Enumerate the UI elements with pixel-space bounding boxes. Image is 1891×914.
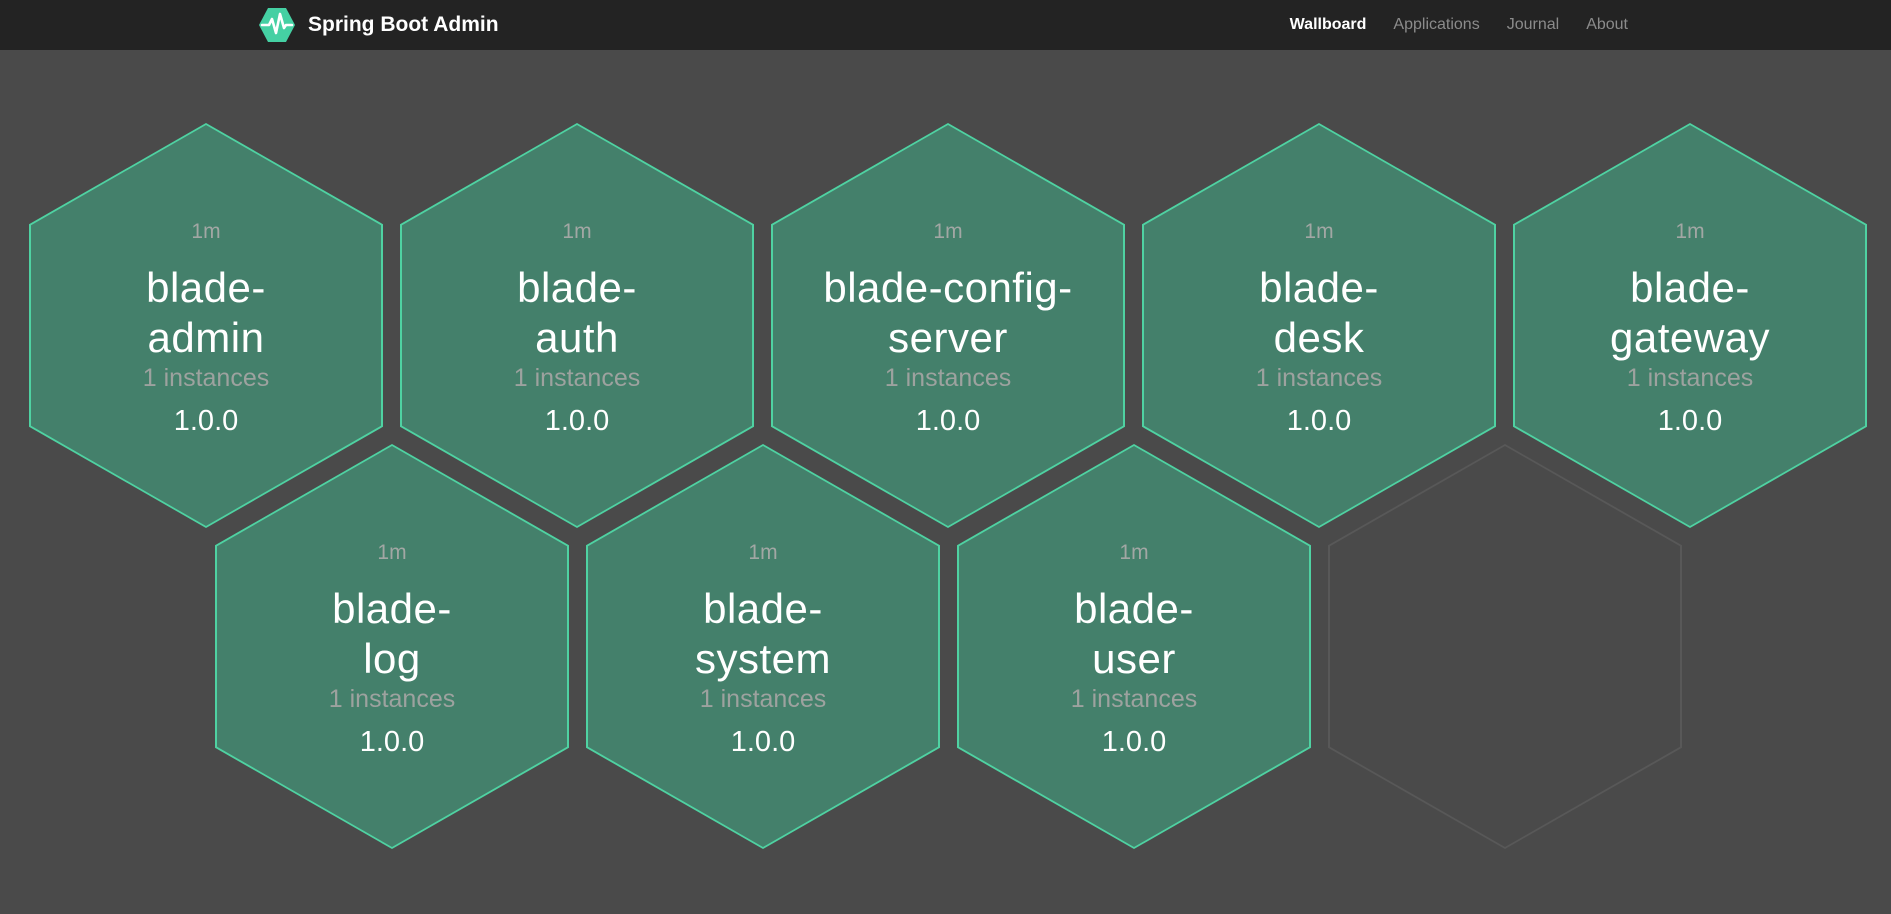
main-nav: Wallboard Applications Journal About (1290, 0, 1628, 50)
pulse-hexagon-icon (258, 7, 296, 43)
app-uptime: 1m (1304, 220, 1334, 243)
empty-hexagon (1328, 444, 1682, 849)
app-name: blade-desk (1259, 264, 1379, 361)
nav-item-wallboard[interactable]: Wallboard (1289, 16, 1367, 33)
app-hexagon-blade-config-server[interactable]: 1m blade-config-server 1 instances 1.0.0 (771, 123, 1125, 528)
app-instance-count: 1 instances (1255, 364, 1383, 392)
app-uptime: 1m (1119, 541, 1149, 564)
app-instance-count: 1 instances (142, 364, 270, 392)
app-hexagon-blade-desk[interactable]: 1m blade-desk 1 instances 1.0.0 (1142, 123, 1496, 528)
brand-title: Spring Boot Admin (308, 13, 499, 36)
app-name: blade-admin (146, 264, 266, 361)
app-uptime: 1m (562, 220, 592, 243)
app-name: blade-auth (517, 264, 637, 361)
app-hexagon-blade-user[interactable]: 1m blade-user 1 instances 1.0.0 (957, 444, 1311, 849)
app-version: 1.0.0 (173, 405, 239, 437)
app-hexagon-blade-gateway[interactable]: 1m blade-gateway 1 instances 1.0.0 (1513, 123, 1867, 528)
app-name: blade-log (332, 585, 452, 682)
app-name: blade-config-server (823, 264, 1073, 361)
app-instance-count: 1 instances (513, 364, 641, 392)
app-version: 1.0.0 (359, 726, 425, 758)
app-version: 1.0.0 (1101, 726, 1167, 758)
app-uptime: 1m (191, 220, 221, 243)
wallboard: 1m blade-admin 1 instances 1.0.0 1m blad… (0, 50, 1891, 914)
nav-item-applications[interactable]: Applications (1393, 16, 1480, 33)
app-hexagon-blade-system[interactable]: 1m blade-system 1 instances 1.0.0 (586, 444, 940, 849)
nav-item-about[interactable]: About (1586, 16, 1628, 33)
app-instance-count: 1 instances (884, 364, 1012, 392)
app-version: 1.0.0 (915, 405, 981, 437)
app-instance-count: 1 instances (699, 685, 827, 713)
app-uptime: 1m (377, 541, 407, 564)
app-hexagon-blade-log[interactable]: 1m blade-log 1 instances 1.0.0 (215, 444, 569, 849)
app-version: 1.0.0 (1286, 405, 1352, 437)
app-instance-count: 1 instances (1070, 685, 1198, 713)
app-version: 1.0.0 (1657, 405, 1723, 437)
app-name: blade-system (694, 585, 831, 682)
app-version: 1.0.0 (730, 726, 796, 758)
app-instance-count: 1 instances (1626, 364, 1754, 392)
app-name: blade-gateway (1610, 264, 1770, 361)
app-uptime: 1m (1675, 220, 1705, 243)
app-hexagon-blade-admin[interactable]: 1m blade-admin 1 instances 1.0.0 (29, 123, 383, 528)
top-navbar: Spring Boot Admin Wallboard Applications… (0, 0, 1891, 50)
app-instance-count: 1 instances (328, 685, 456, 713)
nav-item-journal[interactable]: Journal (1506, 16, 1560, 33)
app-version: 1.0.0 (544, 405, 610, 437)
app-uptime: 1m (748, 541, 778, 564)
app-hexagon-blade-auth[interactable]: 1m blade-auth 1 instances 1.0.0 (400, 123, 754, 528)
brand: Spring Boot Admin (258, 7, 499, 43)
app-uptime: 1m (933, 220, 963, 243)
app-name: blade-user (1074, 585, 1194, 682)
